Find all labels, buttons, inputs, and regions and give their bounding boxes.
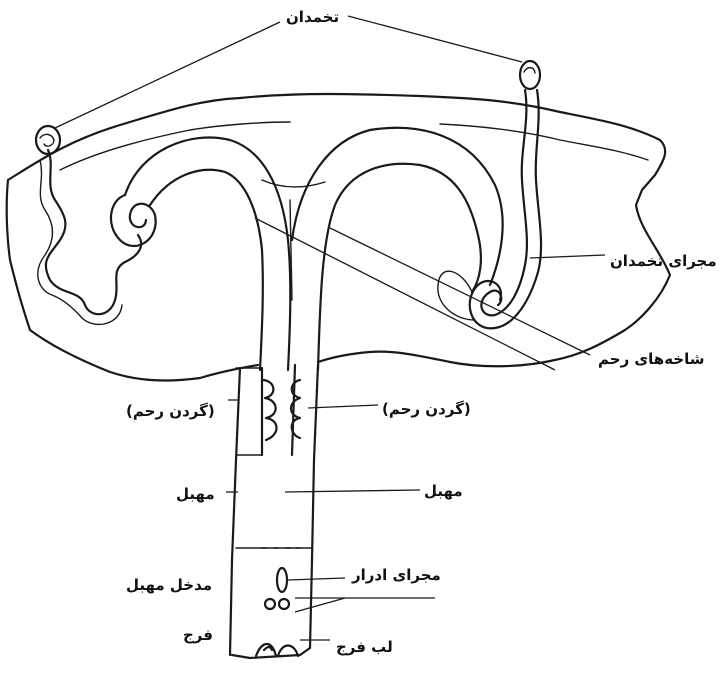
urethra-opening [277,568,287,592]
right-ovary [520,61,540,89]
label-cervix-right: (گردن رحم) [382,402,471,417]
vestibule-gland-1 [265,599,275,609]
right-uterine-horn-inner [318,164,481,370]
broad-ligament-outline [7,94,670,380]
label-vagina-left: مهبل [176,487,215,502]
leader-horns-1 [255,218,555,370]
label-ovary: تخمدان [286,10,339,25]
label-cervix-left: (گردن رحم) [126,404,215,419]
leader-urethra [288,578,345,580]
left-uterine-horn-inner [150,170,263,370]
leader-horns-2 [330,228,590,355]
left-oviduct-loops [46,150,141,314]
uterine-body-top [262,180,325,300]
vaginal-tube [230,365,318,658]
label-vagina-right: مهبل [424,484,463,499]
right-oviduct-inner [470,90,541,328]
cervix-folds-right [291,380,300,438]
cervix-folds-left [262,380,277,440]
leader-ovary-right [348,16,522,62]
label-uterine-horns: شاخه‌های رحم [598,352,705,367]
ligament-top-fold [60,122,648,170]
leader-vagina-right [285,490,420,492]
vestibule-gland-2 [279,599,289,609]
left-uterine-horn [125,137,290,370]
right-ovary-detail [524,68,535,73]
cervix-box [236,368,312,548]
left-ovary-detail [40,134,54,146]
leader-vestibule-2 [295,598,345,612]
label-vulva-lip: لب فرج [336,640,393,655]
label-urethra: مجرای ادرار [352,568,441,583]
vulva-lips [256,644,298,656]
label-vestibule: مدخل مهبل [126,578,212,593]
label-vulva: فرج [183,628,213,643]
left-oviduct [111,195,156,246]
leader-cervix-right [308,405,378,408]
label-oviduct: مجرای تخمدان [610,254,717,269]
